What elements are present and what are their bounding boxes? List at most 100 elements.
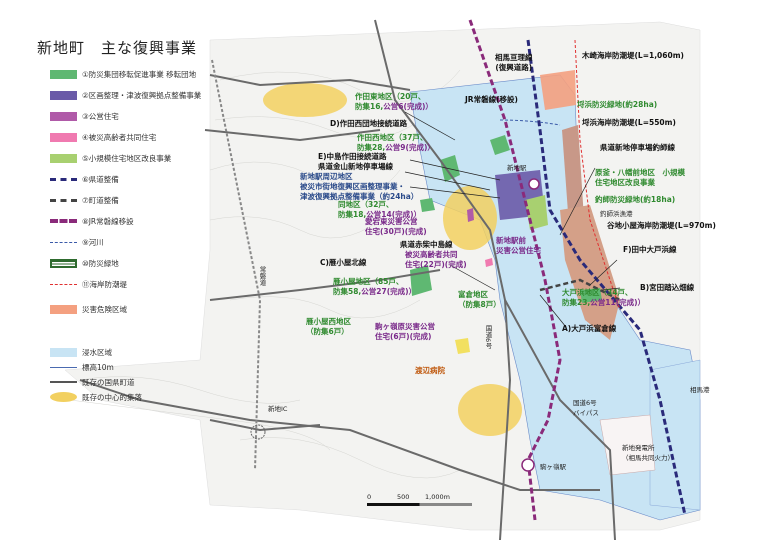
legend-label: 災害危険区域 xyxy=(82,304,127,314)
resettlement-sakutanishi xyxy=(440,155,460,182)
settlement-sakuta xyxy=(263,83,347,117)
label-route-b: B)宮田踏込畑線 xyxy=(640,283,695,292)
legend-label: ⑨河川 xyxy=(82,237,104,247)
komagamine-station-marker xyxy=(521,458,535,472)
label-tomikura: 富倉地区（防集8戸） xyxy=(458,290,501,309)
terrain-lines xyxy=(69,69,461,479)
label-harama: 原釜・八幡前地区 小規模住宅地区改良事業 xyxy=(595,168,685,187)
label-route-e: E)中島作田接続道路県道金山新地停車場線 xyxy=(318,152,393,171)
legend-swatch xyxy=(50,153,77,163)
port-area xyxy=(649,359,701,511)
legend-item-seawall: ⑪海岸防潮堤 xyxy=(50,278,127,290)
legend-swatch xyxy=(50,241,77,243)
label-station-area: 新地駅周辺地区被災市街地復興区画整理事業・津波復興拠点整備事業（約24ha） xyxy=(300,172,419,201)
scale-bar-graphic xyxy=(367,503,472,506)
legend-swatch xyxy=(50,132,77,142)
legend-swatch xyxy=(50,69,77,79)
label-power-plant: 新地発電所（相馬共同火力） xyxy=(622,444,674,462)
jr-joban-line xyxy=(468,19,562,521)
label-atago-public-housing: 愛宕東災害公営住宅(30戸)(完成) xyxy=(365,217,427,236)
legend-item-existing-roads: 既存の国県町道 xyxy=(50,376,135,388)
legend-label: ⑩防災緑地 xyxy=(82,258,119,268)
power-plant-area xyxy=(599,414,656,476)
label-route-6: 国道6号 xyxy=(484,325,492,349)
legend-swatch xyxy=(50,258,77,268)
legend-swatch xyxy=(50,90,77,100)
label-route-f: F)田中大戸浜線 xyxy=(623,245,677,254)
legend-label: ②区画整理・津波復興拠点整備事業 xyxy=(82,90,202,100)
legend-item-river: ⑨河川 xyxy=(50,236,104,248)
label-route-6-bypass: 国道6号バイパス xyxy=(573,399,599,417)
legend-item-elderly-housing: ④被災高齢者共同住宅 xyxy=(50,131,156,143)
legend-label: ③公営住宅 xyxy=(82,111,119,121)
joban-expressway xyxy=(211,59,262,471)
legend-swatch xyxy=(50,111,77,121)
label-joban-expressway: 常磐道 xyxy=(258,266,266,286)
legend-swatch xyxy=(50,198,77,202)
legend-swatch xyxy=(50,283,77,285)
label-komagamine-public-housing: 駒ヶ嶺原災害公営住宅(6戸)(完成) xyxy=(375,322,435,341)
river xyxy=(499,119,561,126)
label-route-a: A)大戸浜富倉線 xyxy=(562,324,617,333)
legend-label: 既存の国県町道 xyxy=(82,377,135,387)
soma-watari-road xyxy=(526,39,687,516)
label-elderly-housing: 被災高齢者共同住宅(22戸)(完成) xyxy=(405,250,467,269)
map-title: 新地町 主な復興事業 xyxy=(37,39,198,57)
label-tsurishi-green: 釣師防災緑地(約18ha) xyxy=(595,195,676,204)
scale-zero: 0 xyxy=(367,493,372,501)
label-route-d: D)作田西団地接続道路 xyxy=(330,119,408,128)
legend-label: 既存の中心的集落 xyxy=(82,392,142,402)
label-yachigoya-seawall: 谷地小屋海岸防潮堤(L=970m) xyxy=(607,221,716,230)
legend-label: ⑪海岸防潮堤 xyxy=(82,279,127,289)
public-housing-komagamine xyxy=(455,338,470,354)
legend-label: ①防災集団移転促進事業 移転団地 xyxy=(82,69,197,79)
legend-label: ⑥県道整備 xyxy=(82,174,119,184)
scale-mid: 500 xyxy=(397,493,410,501)
legend-swatch xyxy=(50,347,77,357)
label-route-c: C)雁小屋北線 xyxy=(320,258,367,267)
label-jr-relocation: JR常磐線(移設) xyxy=(465,95,518,104)
label-shinchi-station: 新地駅 xyxy=(507,164,527,172)
label-shinchi-ic: 新地IC xyxy=(268,405,288,413)
label-station-public-housing: 新地駅前災害公営住宅 xyxy=(496,236,541,255)
legend-label: ⑦町道整備 xyxy=(82,195,119,205)
scale-max: 1,000m xyxy=(425,493,450,501)
town-road xyxy=(539,278,621,302)
legend-item-danger-zone: 災害危険区域 xyxy=(50,303,127,315)
label-hospital: 渡辺病院 xyxy=(415,366,445,375)
danger-zone-kisaki xyxy=(540,70,576,110)
label-route-akagi: 県道赤柴中島線 xyxy=(400,240,453,249)
legend-item-public-housing: ③公営住宅 xyxy=(50,110,119,122)
legend-swatch xyxy=(50,304,77,314)
legend-item-town-road: ⑦町道整備 xyxy=(50,194,119,206)
legend-item-pref-road: ⑥県道整備 xyxy=(50,173,119,185)
legend-item-elevation: 標高10m xyxy=(50,361,114,373)
elderly-housing xyxy=(485,258,493,267)
seawall xyxy=(574,39,621,311)
legend-item-flood: 浸水区域 xyxy=(50,346,112,358)
legend-item-green-buffer: ⑩防災緑地 xyxy=(50,257,119,269)
legend-item-resettlement: ①防災集団移転促進事業 移転団地 xyxy=(50,68,196,80)
label-sakutanishi: 作田西地区（37戸、防集28,公営9(完成)） xyxy=(357,133,435,152)
legend-swatch xyxy=(50,366,77,368)
label-gangoyanishi: 雁小屋西地区（防集6戸） xyxy=(306,317,351,336)
legend-label: ⑧JR常磐線移設 xyxy=(82,216,134,226)
label-sakutahigashi: 作田東地区（20戸、防集16,公営6(完成)） xyxy=(355,92,433,111)
label-soma-port: 相馬港 xyxy=(690,386,710,394)
legend-label: 標高10m xyxy=(82,362,114,372)
legend-swatch xyxy=(50,177,77,181)
resettlement-dochiku xyxy=(420,198,435,212)
label-komagamine-station: 駒ヶ嶺駅 xyxy=(540,463,566,471)
label-route-tsurishi: 県道新地停車場釣師線 xyxy=(600,143,675,152)
legend-swatch xyxy=(50,381,77,383)
shinchi-station-marker xyxy=(528,178,540,190)
legend-label: ⑤小規模住宅地区改良事業 xyxy=(82,153,172,163)
resettlement-sakutahigashi xyxy=(490,135,510,155)
public-housing-atago xyxy=(467,208,474,222)
legend-label: ④被災高齢者共同住宅 xyxy=(82,132,157,142)
label-dochiku: 同地区（32戸、防集18,公営14(完成)） xyxy=(338,200,422,219)
legend-item-jr: ⑧JR常磐線移設 xyxy=(50,215,134,227)
legend-label: 浸水区域 xyxy=(82,347,112,357)
legend-item-settlement: 既存の中心的集落 xyxy=(50,391,142,403)
